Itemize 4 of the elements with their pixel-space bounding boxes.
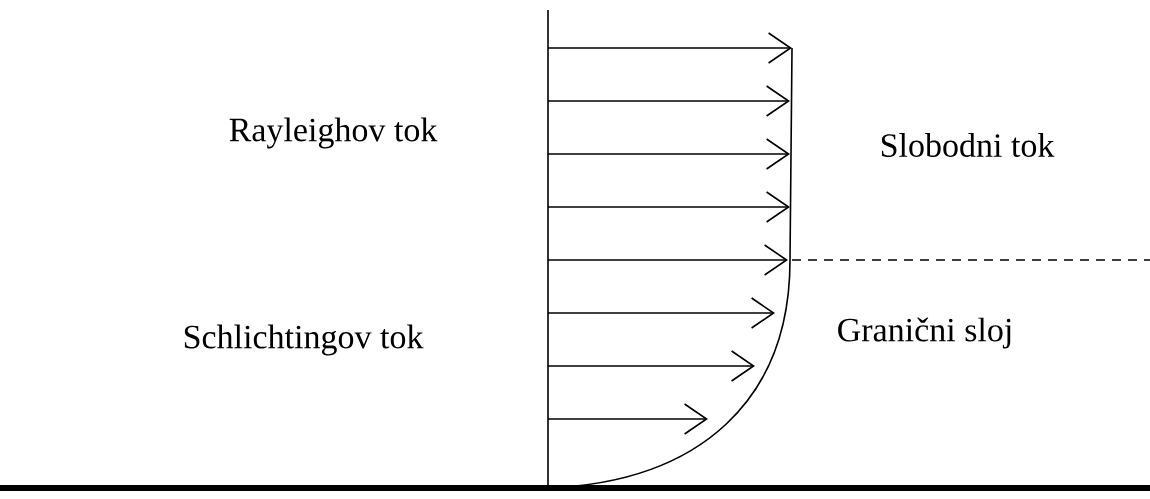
region-label: Schlichtingov tok — [184, 324, 424, 356]
region-label: Slobodni tok — [881, 133, 1055, 157]
region-label: Rayleighov tok — [229, 117, 438, 149]
region-label: Granični sloj — [838, 317, 1011, 349]
